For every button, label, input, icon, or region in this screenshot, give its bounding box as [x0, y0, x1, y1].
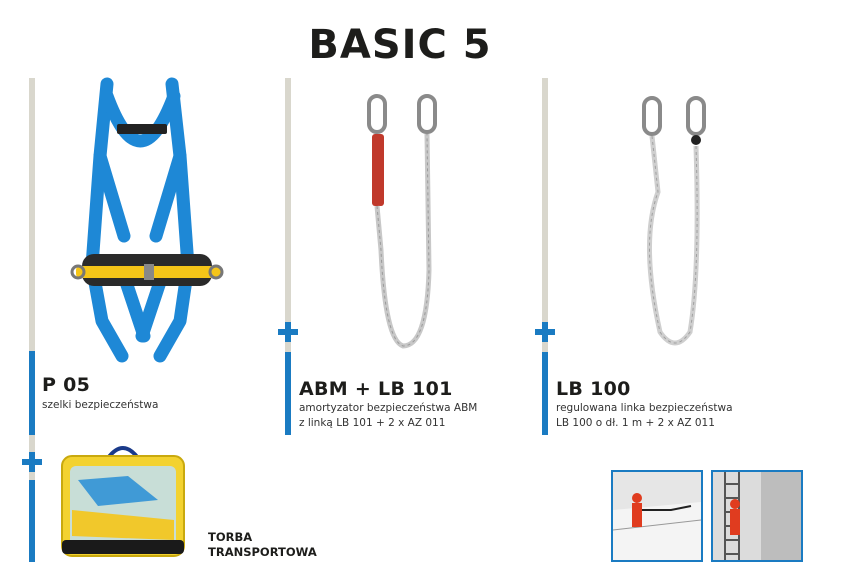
plus-icon [535, 322, 555, 342]
plus-icon [278, 322, 298, 342]
column-accent-1 [29, 351, 35, 435]
product-name-lb100: LB 100 [556, 378, 631, 400]
bag-label-line1: TORBA [208, 530, 253, 544]
usage-pictogram-vertical [711, 470, 803, 562]
product-desc-abm-line1: amortyzator bezpieczeństwa ABM [299, 402, 478, 414]
column-accent-2 [285, 352, 291, 435]
column-divider-3b [542, 342, 548, 352]
product-desc-p05: szelki bezpieczeństwa [42, 399, 159, 411]
column-divider-2b [285, 342, 291, 352]
column-accent-3 [542, 352, 548, 435]
product-name-abm: ABM + LB 101 [299, 378, 453, 400]
column-divider-1 [29, 78, 35, 351]
transport-bag-image [61, 446, 185, 557]
bag-label-line2: TRANSPORTOWA [208, 545, 317, 559]
product-desc-lb100-line1: regulowana linka bezpieczeństwa [556, 402, 733, 414]
bag-label: TORBA TRANSPORTOWA [208, 530, 317, 560]
column-divider-1c [29, 472, 35, 480]
product-desc-abm-line2: z linką LB 101 + 2 x AZ 011 [299, 417, 446, 429]
harness-image [70, 77, 224, 363]
page-title: BASIC 5 [308, 22, 492, 68]
column-divider-2 [285, 78, 291, 322]
adjustable-lanyard-image [642, 96, 706, 346]
column-divider-1b [29, 435, 35, 453]
absorber-lanyard-image [367, 94, 437, 349]
column-accent-1b [29, 480, 35, 562]
plus-icon [22, 452, 42, 472]
usage-pictogram-horizontal [611, 470, 703, 562]
column-divider-3 [542, 78, 548, 322]
product-desc-lb100-line2: LB 100 o dł. 1 m + 2 x AZ 011 [556, 417, 715, 429]
product-name-p05: P 05 [42, 374, 91, 396]
